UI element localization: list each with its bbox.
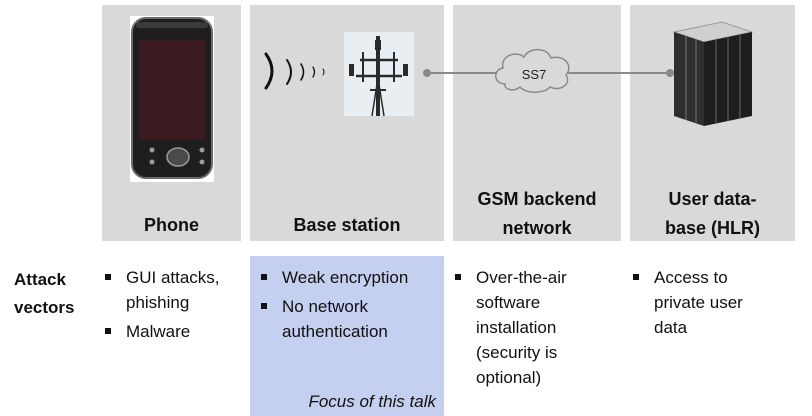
row-label-text: Attack vectors — [14, 270, 75, 317]
title-gsm-backend: GSM backend network — [477, 189, 597, 238]
focus-caption: Focus of this talk — [308, 392, 436, 411]
bullet-item: Malware — [102, 319, 241, 344]
cloud-label: SS7 — [522, 67, 547, 82]
server-rack-icon — [672, 21, 754, 126]
title-base-station: Base station — [293, 215, 401, 235]
bullets-user-database: Access to private user data — [630, 265, 780, 344]
bullets-phone: GUI attacks, phishing Malware — [102, 265, 241, 348]
bullet-item: GUI attacks, phishing — [102, 265, 241, 315]
title-user-database: User data-base (HLR) — [664, 189, 760, 238]
row-label-attack-vectors: Attack vectors — [14, 266, 84, 322]
cell-tower-icon — [344, 32, 414, 117]
radio-waves-icon — [264, 52, 325, 90]
bullet-item: No network authentication — [258, 294, 422, 344]
title-phone: Phone — [143, 215, 199, 235]
bullets-gsm-backend: Over-the-air software installation (secu… — [452, 265, 602, 394]
bullet-item: Access to private user data — [630, 265, 774, 340]
panel-gsm-backend: GSM backend network — [453, 5, 621, 241]
bullet-item: Over-the-air software installation (secu… — [452, 265, 594, 390]
node-tower — [423, 69, 431, 77]
cloud-icon: SS7 — [495, 48, 570, 93]
bullets-base-station: Weak encryption No network authenticatio… — [258, 265, 440, 348]
focus-highlight — [250, 256, 444, 416]
bullet-item: Weak encryption — [258, 265, 440, 290]
node-server — [666, 69, 674, 77]
smartphone-icon — [130, 16, 214, 182]
